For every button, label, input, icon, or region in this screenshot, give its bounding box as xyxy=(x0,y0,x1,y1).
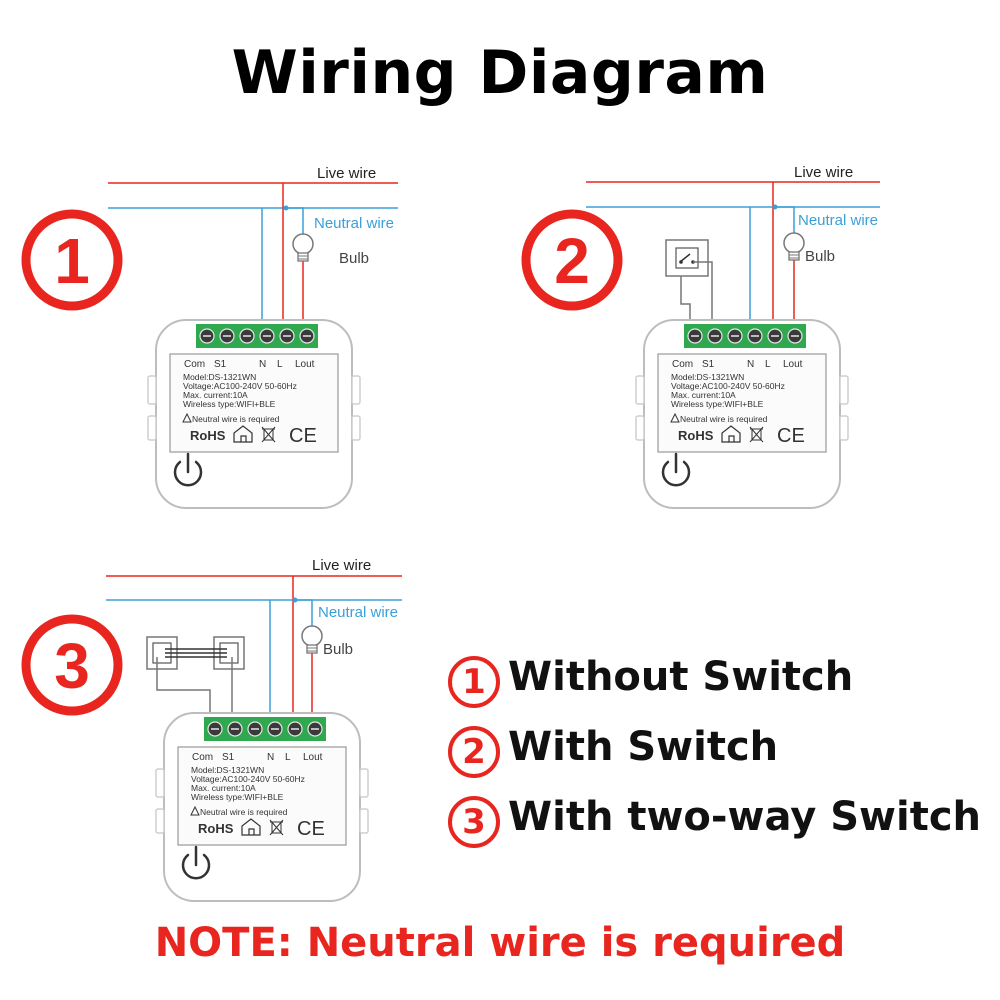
svg-text:N: N xyxy=(747,359,754,370)
legend-label: With two-way Switch xyxy=(508,794,982,840)
svg-text:Neutral wire is required: Neutral wire is required xyxy=(680,414,768,424)
bulb-icon xyxy=(783,232,805,261)
device-module-1: Com S1 N L Lout Model:DS-1321WN Voltage:… xyxy=(146,318,362,510)
number-badge-2: 2 xyxy=(521,209,623,311)
bin-icon xyxy=(269,819,284,836)
bin-icon xyxy=(261,426,276,443)
legend-number-badge: 1 xyxy=(448,656,500,708)
warning-icon xyxy=(670,412,680,423)
bin-icon xyxy=(749,426,764,443)
number-badge-3: 3 xyxy=(21,614,123,716)
svg-text:Model:DS-1321WN: Model:DS-1321WN xyxy=(183,372,256,382)
svg-text:Com: Com xyxy=(192,752,213,763)
svg-text:L: L xyxy=(277,359,283,370)
legend-item-without-switch: 1 Without Switch xyxy=(448,652,988,712)
svg-text:Voltage:AC100-240V 50-60Hz: Voltage:AC100-240V 50-60Hz xyxy=(191,774,305,784)
svg-text:Neutral wire is required: Neutral wire is required xyxy=(192,414,280,424)
svg-text:N: N xyxy=(267,752,274,763)
svg-text:S1: S1 xyxy=(222,752,235,763)
svg-text:S1: S1 xyxy=(702,359,715,370)
legend-item-two-way-switch: 3 With two-way Switch xyxy=(448,792,988,852)
neutral-wire-label: Neutral wire xyxy=(314,215,394,232)
svg-text:Neutral wire is required: Neutral wire is required xyxy=(200,807,288,817)
device-module-3: Com S1 N L Lout Model:DS-1321WN Voltage:… xyxy=(154,711,370,903)
svg-text:Wireless type:WIFI+BLE: Wireless type:WIFI+BLE xyxy=(671,399,764,409)
svg-text:Voltage:AC100-240V 50-60Hz: Voltage:AC100-240V 50-60Hz xyxy=(183,381,297,391)
warning-icon xyxy=(190,805,200,816)
home-icon xyxy=(721,425,741,443)
bulb-label: Bulb xyxy=(339,250,369,267)
legend-item-with-switch: 2 With Switch xyxy=(448,722,988,782)
svg-text:Lout: Lout xyxy=(303,752,323,763)
diagram-1: 1 Live wire Neutral wire Bulb Com S1 N L… xyxy=(21,165,398,510)
svg-text:Wireless type:WIFI+BLE: Wireless type:WIFI+BLE xyxy=(183,399,276,409)
svg-text:L: L xyxy=(285,752,291,763)
svg-text:Max. current:10A: Max. current:10A xyxy=(191,783,256,793)
legend-label: Without Switch xyxy=(508,654,854,700)
bulb-label: Bulb xyxy=(323,641,353,658)
neutral-wire-label: Neutral wire xyxy=(318,604,398,621)
svg-text:Model:DS-1321WN: Model:DS-1321WN xyxy=(191,765,264,775)
neutral-wire-label: Neutral wire xyxy=(798,212,878,229)
svg-text:Lout: Lout xyxy=(295,359,315,370)
svg-text:CE: CE xyxy=(289,425,317,447)
diagram-3: 3 Live wire Neutral wire Bulb Com xyxy=(21,557,402,903)
svg-text:Max. current:10A: Max. current:10A xyxy=(671,390,736,400)
svg-text:N: N xyxy=(259,359,266,370)
device-module-2: Com S1 N L Lout Model:DS-1321WN Voltage:… xyxy=(634,318,850,510)
bulb-icon xyxy=(292,233,314,262)
svg-text:Lout: Lout xyxy=(783,359,803,370)
svg-text:2: 2 xyxy=(554,225,590,297)
svg-text:3: 3 xyxy=(54,630,90,702)
bulb-icon xyxy=(301,625,323,654)
diagram-2: 2 Live wire Neutral wire Bulb Com S1 N xyxy=(521,164,880,510)
svg-text:Max. current:10A: Max. current:10A xyxy=(183,390,248,400)
live-wire-label: Live wire xyxy=(312,557,371,574)
live-wire-label: Live wire xyxy=(317,165,376,182)
page-title: Wiring Diagram xyxy=(231,38,769,108)
svg-text:S1: S1 xyxy=(214,359,227,370)
legend-number-badge: 2 xyxy=(448,726,500,778)
svg-text:RoHS: RoHS xyxy=(678,428,714,443)
legend-number-badge: 3 xyxy=(448,796,500,848)
bulb-label: Bulb xyxy=(805,248,835,265)
svg-text:Com: Com xyxy=(672,359,693,370)
svg-text:Model:DS-1321WN: Model:DS-1321WN xyxy=(671,372,744,382)
svg-text:L: L xyxy=(765,359,771,370)
warning-icon xyxy=(182,412,192,423)
svg-text:CE: CE xyxy=(777,425,805,447)
number-badge-1: 1 xyxy=(21,209,123,311)
legend-label: With Switch xyxy=(508,724,779,770)
svg-text:RoHS: RoHS xyxy=(190,428,226,443)
live-wire-label: Live wire xyxy=(794,164,853,181)
svg-text:Wireless type:WIFI+BLE: Wireless type:WIFI+BLE xyxy=(191,792,284,802)
home-icon xyxy=(233,425,253,443)
svg-text:1: 1 xyxy=(54,225,90,297)
home-icon xyxy=(241,818,261,836)
neutral-wire-note: NOTE: Neutral wire is required xyxy=(154,920,846,966)
svg-text:RoHS: RoHS xyxy=(198,821,234,836)
svg-text:Voltage:AC100-240V 50-60Hz: Voltage:AC100-240V 50-60Hz xyxy=(671,381,785,391)
svg-text:Com: Com xyxy=(184,359,205,370)
switch-icon xyxy=(665,239,709,277)
svg-text:CE: CE xyxy=(297,818,325,840)
